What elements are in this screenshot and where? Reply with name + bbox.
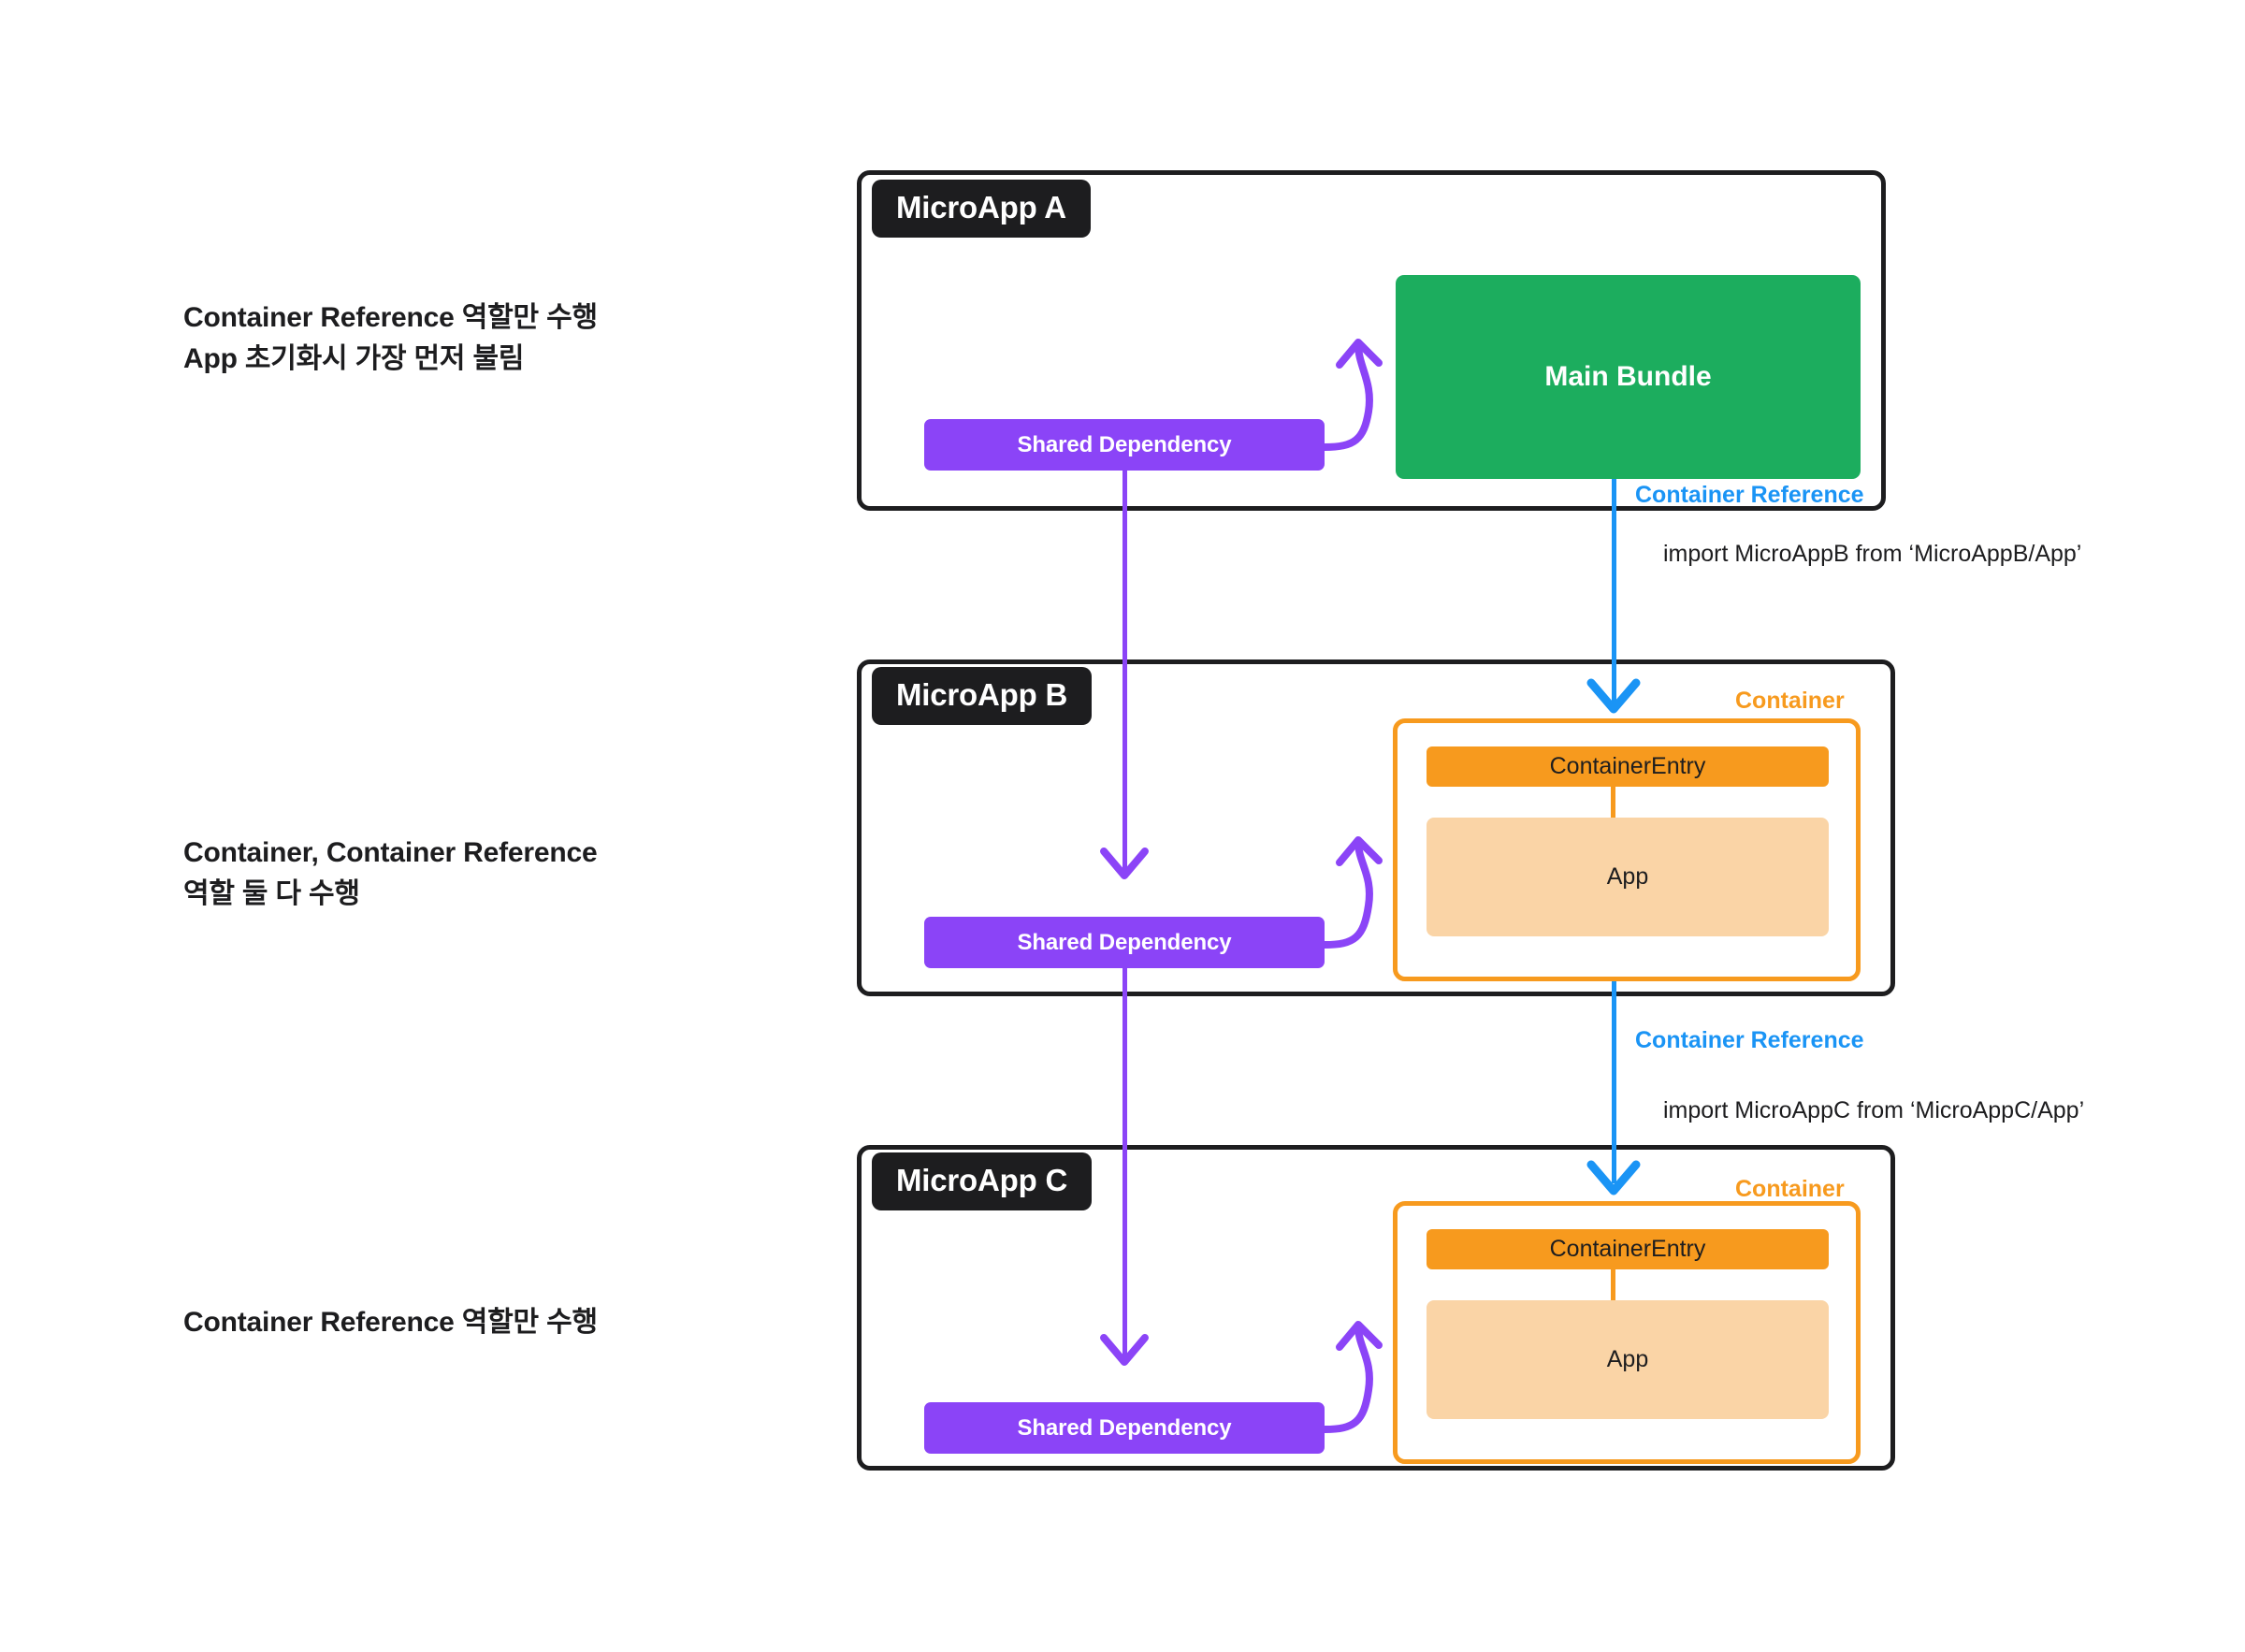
caption-microapp-b: Container, Container Reference 역할 둘 다 수행 [183,837,598,909]
microapp-c-title: MicroApp C [872,1152,1093,1210]
container-reference-link-b-to-c [1612,936,1616,1183]
container-reference-label-b-to-c: Container Reference [1635,1027,1864,1053]
shared-dependency-link-b-to-c [1122,968,1127,1359]
shared-dependency-a: Shared Dependency [924,419,1325,471]
container-entry-connector-c [1611,1269,1615,1300]
caption-microapp-a: Container Reference 역할만 수행 App 초기화시 가장 먼… [183,302,598,374]
container-entry-c: ContainerEntry [1427,1229,1829,1269]
container-reference-link-a-to-b [1612,479,1616,703]
app-box-b: App [1427,818,1829,936]
shared-dependency-link-a-to-b [1122,471,1127,873]
container-reference-label-a-to-b: Container Reference [1635,482,1864,508]
container-label-c: Container [1735,1176,1845,1202]
microapp-a-title: MicroApp A [872,180,1091,238]
import-statement-a-to-b: import MicroAppB from ‘MicroAppB/App’ [1663,541,2082,567]
import-statement-b-to-c: import MicroAppC from ‘MicroAppC/App’ [1663,1097,2085,1123]
caption-microapp-c: Container Reference 역할만 수행 [183,1307,598,1338]
container-label-b: Container [1735,688,1845,714]
microapp-b-title: MicroApp B [872,667,1093,725]
shared-dependency-c: Shared Dependency [924,1402,1325,1454]
app-box-c: App [1427,1300,1829,1419]
main-bundle-box: Main Bundle [1396,275,1861,479]
container-entry-b: ContainerEntry [1427,746,1829,787]
container-entry-connector-b [1611,787,1615,818]
shared-dependency-b: Shared Dependency [924,917,1325,968]
